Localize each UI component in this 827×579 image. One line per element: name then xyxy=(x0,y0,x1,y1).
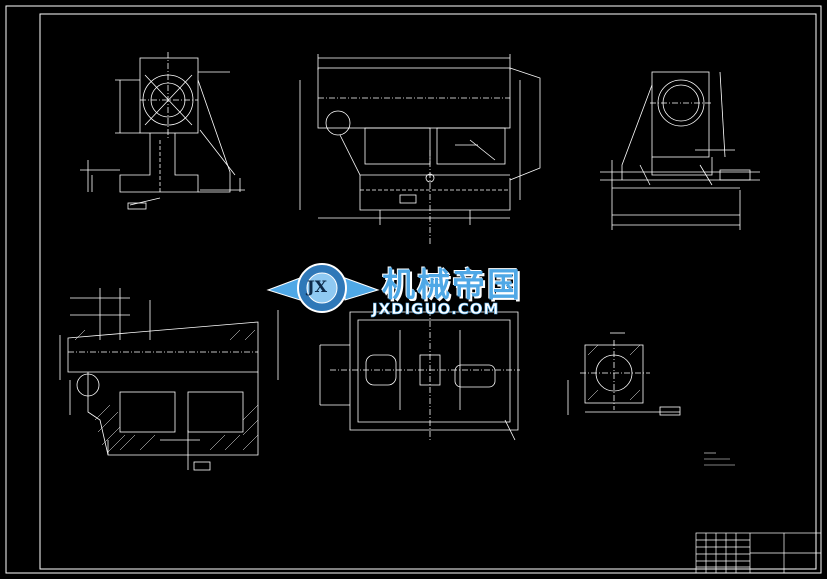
view-top-left xyxy=(80,52,245,210)
watermark-domain: JXDIGUO.COM xyxy=(372,300,500,319)
watermark-emblem xyxy=(266,263,380,313)
view-bottom-right xyxy=(567,332,681,416)
view-top-center xyxy=(299,54,541,245)
technical-notes xyxy=(704,452,735,466)
watermark-badge: JX xyxy=(307,277,327,296)
view-bottom-left-section xyxy=(59,288,279,471)
drawing-frames xyxy=(5,5,822,574)
watermark-title: 机械帝国 xyxy=(382,265,522,304)
view-bottom-center xyxy=(319,310,520,441)
view-top-right xyxy=(600,71,760,230)
title-block xyxy=(695,532,822,574)
